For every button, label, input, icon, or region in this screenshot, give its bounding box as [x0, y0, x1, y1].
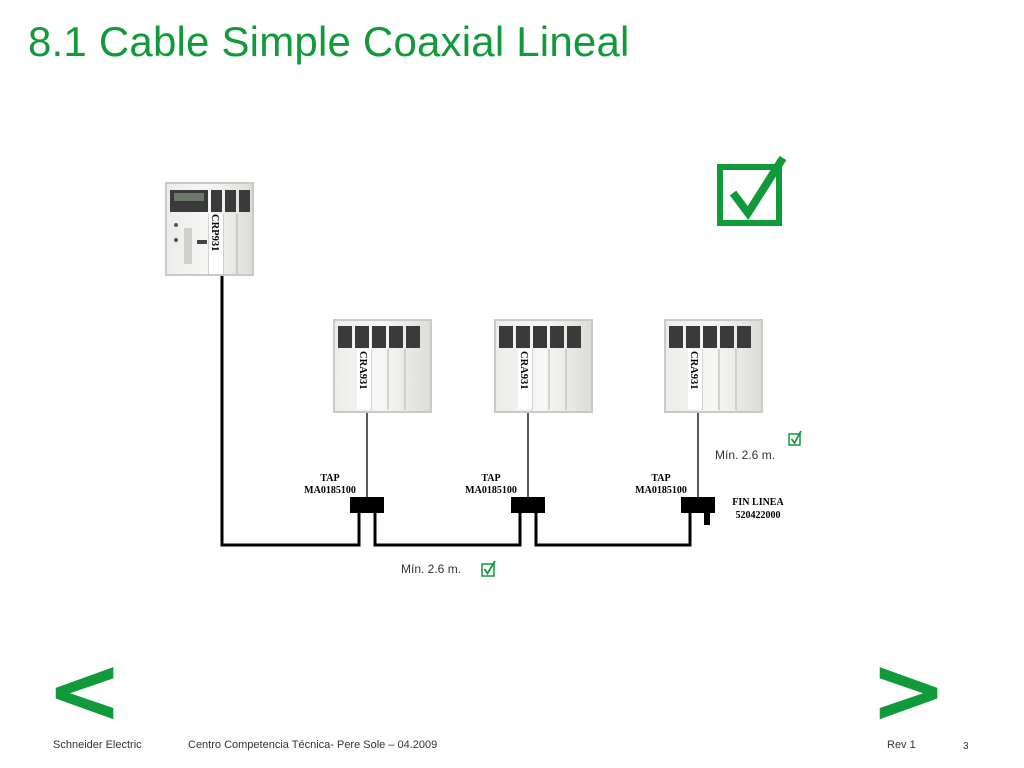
tap-part-1: MA0185100 — [304, 485, 356, 496]
tap-label-2: TAP — [481, 473, 500, 484]
drop-module-label-3: CRA931 — [688, 351, 699, 390]
tap-label-1: TAP — [320, 473, 339, 484]
footer-revision: Rev 1 — [887, 739, 916, 751]
previous-button[interactable]: < — [46, 637, 124, 744]
min-trunk-length-label: Mín. 2.6 m. — [401, 562, 461, 576]
terminator-label: FIN LINEA — [732, 497, 784, 508]
terminator-stub — [704, 512, 710, 525]
tap-label-3: TAP — [651, 473, 670, 484]
min-drop-length-label: Mín. 2.6 m. — [715, 448, 775, 462]
drop-module-label-2: CRA931 — [518, 351, 529, 390]
small-checkbox-icon — [788, 430, 802, 446]
next-button[interactable]: > — [870, 637, 948, 744]
drop-module-label-1: CRA931 — [357, 351, 368, 390]
tap-3 — [681, 497, 715, 513]
small-checkbox-icon — [481, 560, 496, 577]
tap-part-2: MA0185100 — [465, 485, 517, 496]
trunk-cable — [220, 276, 692, 547]
tap-1 — [350, 497, 384, 513]
drop-rack-2: CRA931 — [494, 319, 593, 413]
tap-2 — [511, 497, 545, 513]
drop-rack-3: CRA931 — [664, 319, 763, 413]
footer-company: Schneider Electric — [53, 739, 142, 751]
tap-part-3: MA0185100 — [635, 485, 687, 496]
page-title: 8.1 Cable Simple Coaxial Lineal — [28, 18, 630, 65]
head-rack: CRP931 — [165, 182, 254, 276]
drop-rack-1: CRA931 — [333, 319, 432, 413]
page-number: 3 — [963, 741, 969, 752]
head-module-label: CRP931 — [209, 214, 220, 251]
footer-center: Centro Competencia Técnica- Pere Sole – … — [188, 739, 438, 751]
large-checkbox-icon — [717, 155, 787, 226]
terminator-part: 520422000 — [736, 510, 781, 521]
